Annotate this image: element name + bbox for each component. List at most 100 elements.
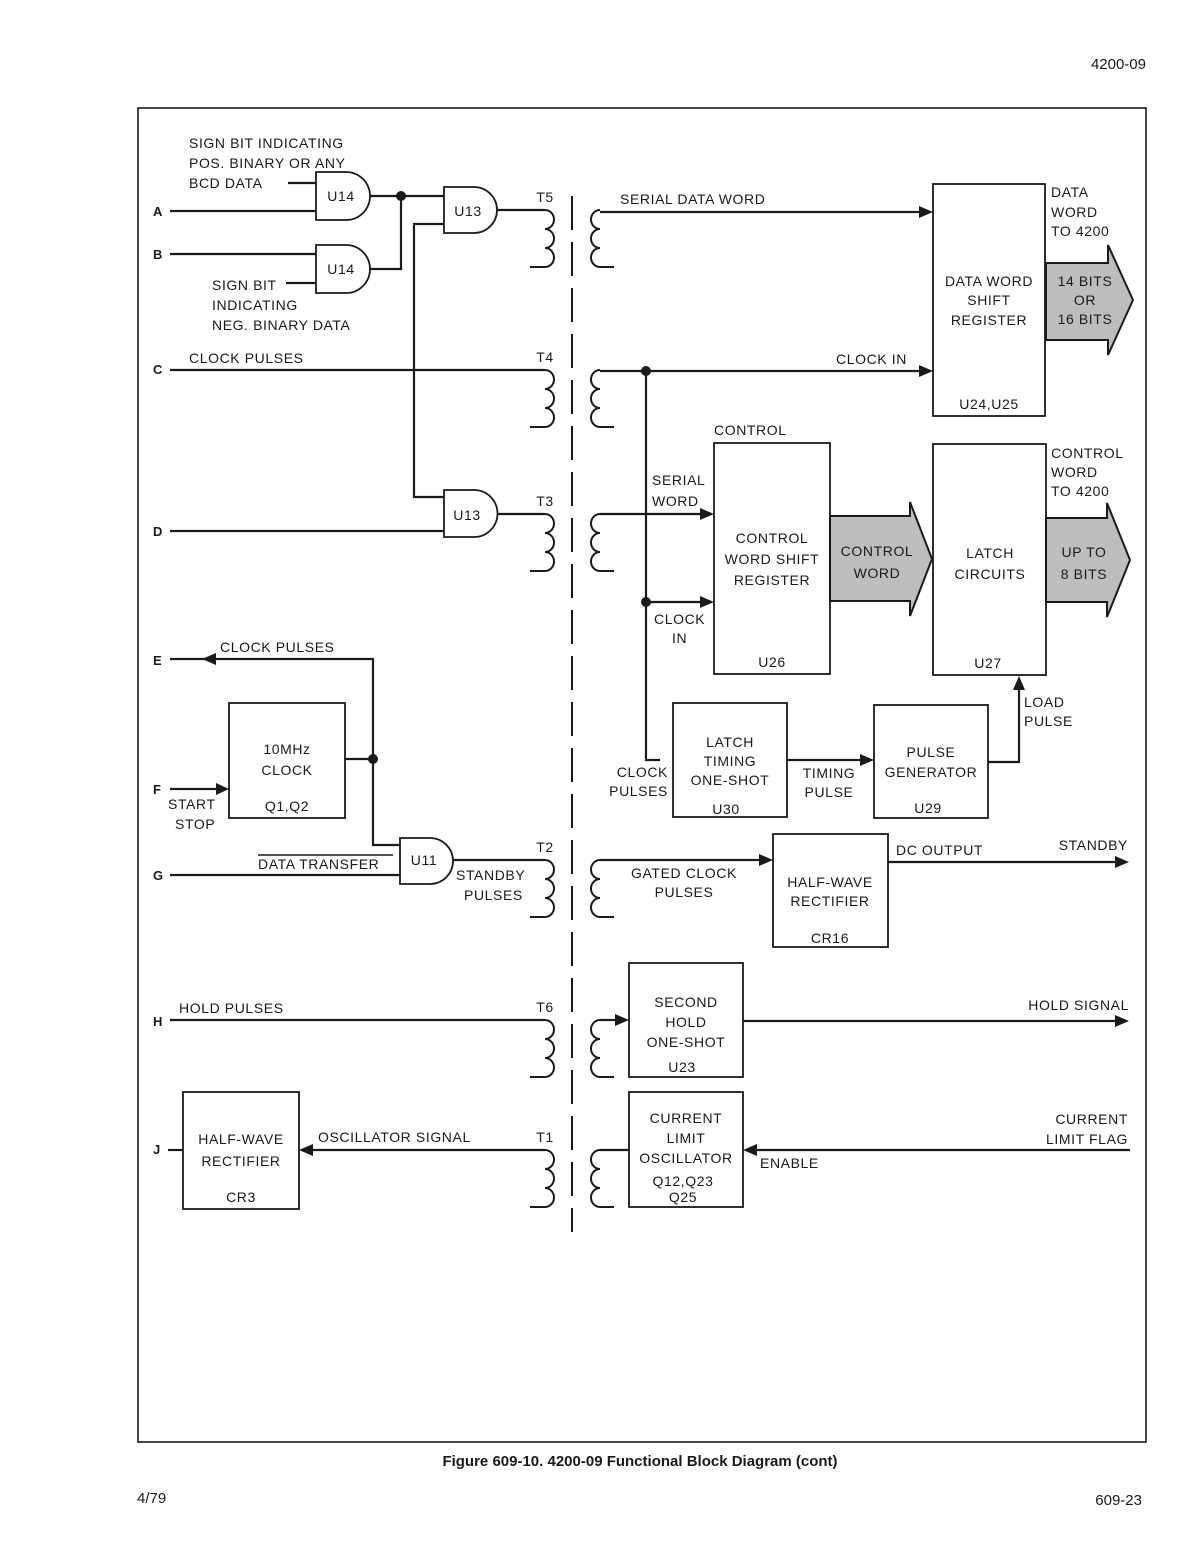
sign-neg-label-1: SIGN BIT bbox=[212, 277, 277, 293]
arrow-standby bbox=[1115, 856, 1129, 868]
diagram-frame bbox=[137, 107, 1147, 1443]
cl-osc-ref-1: Q12,Q23 bbox=[652, 1173, 713, 1189]
cl-osc-line-3: OSCILLATOR bbox=[639, 1150, 732, 1166]
primary-winding bbox=[530, 1149, 555, 1208]
arrow-serial-word bbox=[700, 508, 714, 520]
arrow-hold-in bbox=[615, 1014, 629, 1026]
data-transfer-label: DATA TRANSFER bbox=[258, 856, 379, 872]
transformer-label: T3 bbox=[536, 493, 554, 509]
pin-j: J bbox=[153, 1142, 160, 1157]
pulse-gen-ref: U29 bbox=[914, 800, 941, 816]
data-sr-line-2: SHIFT bbox=[967, 292, 1010, 308]
block-latch-circuits bbox=[932, 443, 1047, 676]
data-sr-line-3: REGISTER bbox=[951, 312, 1027, 328]
and-gate-u14-top bbox=[315, 171, 371, 221]
footer-date: 4/79 bbox=[137, 1490, 166, 1507]
clock-pulses-e-label: CLOCK PULSES bbox=[220, 639, 335, 655]
arrow-enable bbox=[743, 1144, 757, 1156]
standby-pulses-label-2: PULSES bbox=[464, 887, 523, 903]
arrow-hold-signal bbox=[1115, 1015, 1129, 1027]
hold-signal-label: HOLD SIGNAL bbox=[1028, 997, 1129, 1013]
hold-line-3: ONE-SHOT bbox=[647, 1034, 726, 1050]
control-word-out-3: TO 4200 bbox=[1051, 483, 1109, 499]
sign-neg-label-3: NEG. BINARY DATA bbox=[212, 317, 351, 333]
arrow-clock-in-ctrl bbox=[700, 596, 714, 608]
control-title: CONTROL bbox=[714, 422, 787, 438]
start-label: START bbox=[168, 796, 216, 812]
clock-pulses-right-1: CLOCK bbox=[617, 764, 668, 780]
current-limit-flag-1: CURRENT bbox=[1055, 1111, 1128, 1127]
transformer-label: T4 bbox=[536, 349, 554, 365]
secondary-winding bbox=[590, 1149, 614, 1208]
latch-timing-ref: U30 bbox=[712, 801, 739, 817]
control-word-out-1: CONTROL bbox=[1051, 445, 1124, 461]
transformer-label: T1 bbox=[536, 1129, 554, 1145]
control-sr-line-1: CONTROL bbox=[736, 530, 809, 546]
primary-winding bbox=[530, 209, 555, 268]
data-word-out-3: TO 4200 bbox=[1051, 223, 1109, 239]
and-gate-u13-bottom bbox=[443, 489, 499, 538]
block-data-word-shift-register bbox=[932, 183, 1046, 417]
bus-control-line-2: WORD bbox=[854, 565, 901, 581]
bus-latch-line-2: 8 BITS bbox=[1061, 566, 1107, 582]
latch-timing-line-2: TIMING bbox=[704, 753, 757, 769]
document-code: 4200-09 bbox=[1091, 56, 1146, 73]
enable-label: ENABLE bbox=[760, 1155, 819, 1171]
timing-pulse-1: TIMING bbox=[803, 765, 856, 781]
block-half-wave-rectifier-cr16 bbox=[772, 833, 889, 948]
transformer-label: T5 bbox=[536, 189, 554, 205]
oscillator-signal-label: OSCILLATOR SIGNAL bbox=[318, 1129, 471, 1145]
sign-pos-label-2: POS. BINARY OR ANY bbox=[189, 155, 346, 171]
block-current-limit-oscillator bbox=[628, 1091, 744, 1208]
arrow-clock-in bbox=[919, 365, 933, 377]
primary-winding bbox=[530, 859, 555, 918]
standby-label: STANDBY bbox=[1059, 837, 1128, 853]
pin-f: F bbox=[153, 782, 161, 797]
arrow-to-cr3 bbox=[299, 1144, 313, 1156]
clock-in-label: CLOCK IN bbox=[836, 351, 907, 367]
clock-pulses-c-label: CLOCK PULSES bbox=[189, 350, 304, 366]
primary-winding bbox=[530, 513, 555, 572]
serial-data-word-label: SERIAL DATA WORD bbox=[620, 191, 765, 207]
figure-caption: Figure 609-10. 4200-09 Functional Block … bbox=[442, 1453, 837, 1470]
cr3-line-2: RECTIFIER bbox=[201, 1153, 280, 1169]
pin-d: D bbox=[153, 524, 162, 539]
secondary-winding bbox=[590, 1019, 614, 1078]
sign-pos-label-1: SIGN BIT INDICATING bbox=[189, 135, 344, 151]
block-control-word-shift-register bbox=[713, 442, 831, 675]
data-word-out-1: DATA bbox=[1051, 184, 1089, 200]
block-half-wave-rectifier-cr3 bbox=[182, 1091, 300, 1210]
sign-pos-label-3: BCD DATA bbox=[189, 175, 263, 191]
pin-labels: A B C D E F G H J bbox=[153, 204, 163, 1157]
cl-osc-ref-2: Q25 bbox=[669, 1189, 697, 1205]
gate-u14-bottom-label: U14 bbox=[327, 261, 354, 277]
cr3-ref: CR3 bbox=[226, 1189, 256, 1205]
gated-clock-2: PULSES bbox=[655, 884, 714, 900]
load-pulse-1: LOAD bbox=[1024, 694, 1065, 710]
and-gate-u11 bbox=[399, 837, 454, 885]
pin-g: G bbox=[153, 868, 163, 883]
arrow-to-e bbox=[202, 653, 216, 665]
arrow-timing-pulse bbox=[860, 754, 874, 766]
clock-block-ref: Q1,Q2 bbox=[265, 798, 309, 814]
serial-word-label-2: WORD bbox=[652, 493, 699, 509]
gate-u14-top-label: U14 bbox=[327, 188, 354, 204]
pulse-gen-line-2: GENERATOR bbox=[885, 764, 978, 780]
secondary-winding bbox=[590, 209, 614, 268]
and-gate-u14-bottom bbox=[315, 244, 371, 294]
secondary-winding bbox=[590, 859, 614, 918]
standby-pulses-label-1: STANDBY bbox=[456, 867, 525, 883]
block-pulse-generator bbox=[873, 704, 989, 819]
arrow-gated-clock bbox=[759, 854, 773, 866]
bus-control-line-1: CONTROL bbox=[841, 543, 914, 559]
block-10mhz-clock bbox=[228, 702, 346, 819]
cl-osc-line-2: LIMIT bbox=[667, 1130, 706, 1146]
secondary-winding bbox=[590, 513, 614, 572]
transformer-t4: T4 bbox=[530, 349, 614, 428]
sign-neg-label-2: INDICATING bbox=[212, 297, 298, 313]
current-limit-flag-2: LIMIT FLAG bbox=[1046, 1131, 1128, 1147]
cr16-line-2: RECTIFIER bbox=[790, 893, 869, 909]
cr3-line-1: HALF-WAVE bbox=[198, 1131, 284, 1147]
pin-b: B bbox=[153, 247, 162, 262]
cl-osc-line-1: CURRENT bbox=[650, 1110, 723, 1126]
